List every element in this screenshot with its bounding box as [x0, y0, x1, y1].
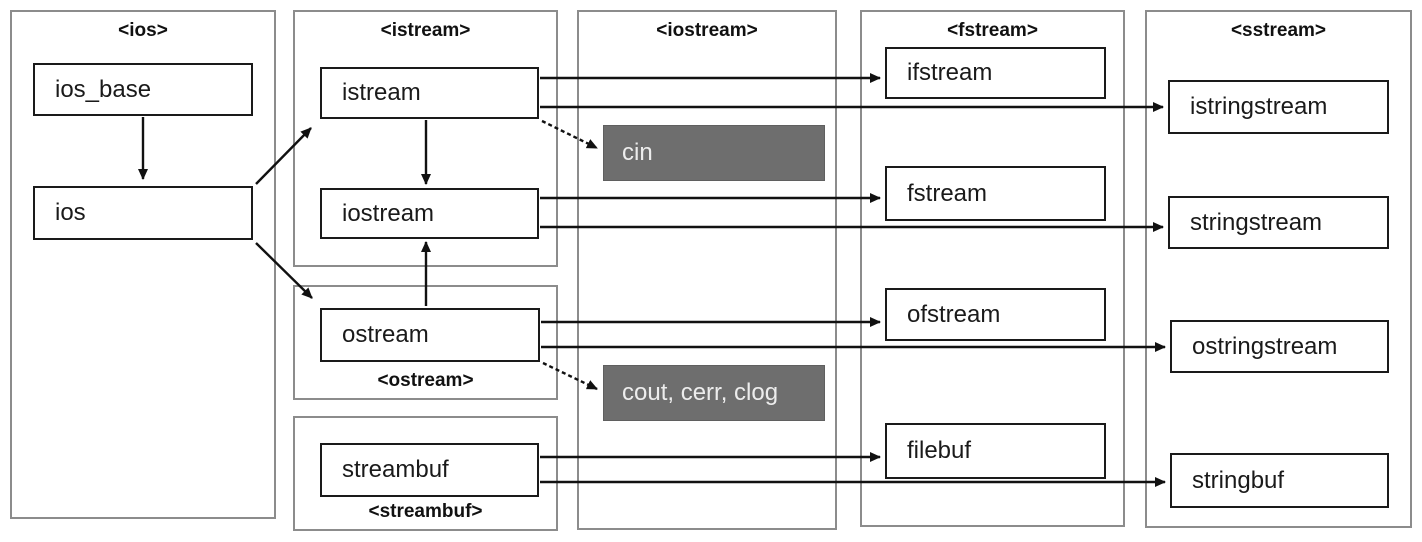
class-box-ostream: ostream	[320, 308, 540, 362]
class-box-ofstream: ofstream	[885, 288, 1106, 341]
class-box-stringbuf: stringbuf	[1170, 453, 1389, 508]
class-box-ostringstream: ostringstream	[1170, 320, 1389, 373]
class-box-stringstream: stringstream	[1168, 196, 1389, 249]
class-box-istream: istream	[320, 67, 539, 119]
object-box-cin: cin	[603, 125, 825, 181]
istream-header-title: <istream>	[380, 20, 471, 41]
class-box-filebuf: filebuf	[885, 423, 1106, 479]
class-box-iostream: iostream	[320, 188, 539, 239]
class-box-streambuf: streambuf	[320, 443, 539, 497]
ostream-header-title: <ostream>	[377, 370, 474, 391]
ios-header-title: <ios>	[118, 20, 168, 41]
object-box-cout-cerr-clog: cout, cerr, clog	[603, 365, 825, 421]
class-box-ifstream: ifstream	[885, 47, 1106, 99]
class-box-ios-base: ios_base	[33, 63, 253, 116]
fstream-header-title: <fstream>	[947, 20, 1038, 41]
streambuf-header-title: <streambuf>	[368, 501, 483, 522]
class-box-istringstream: istringstream	[1168, 80, 1389, 134]
sstream-header-title: <sstream>	[1230, 20, 1327, 41]
class-box-ios: ios	[33, 186, 253, 240]
iostream-header-title: <iostream>	[656, 20, 758, 41]
iostream-header-container: <iostream>	[577, 10, 837, 530]
class-box-fstream: fstream	[885, 166, 1106, 221]
